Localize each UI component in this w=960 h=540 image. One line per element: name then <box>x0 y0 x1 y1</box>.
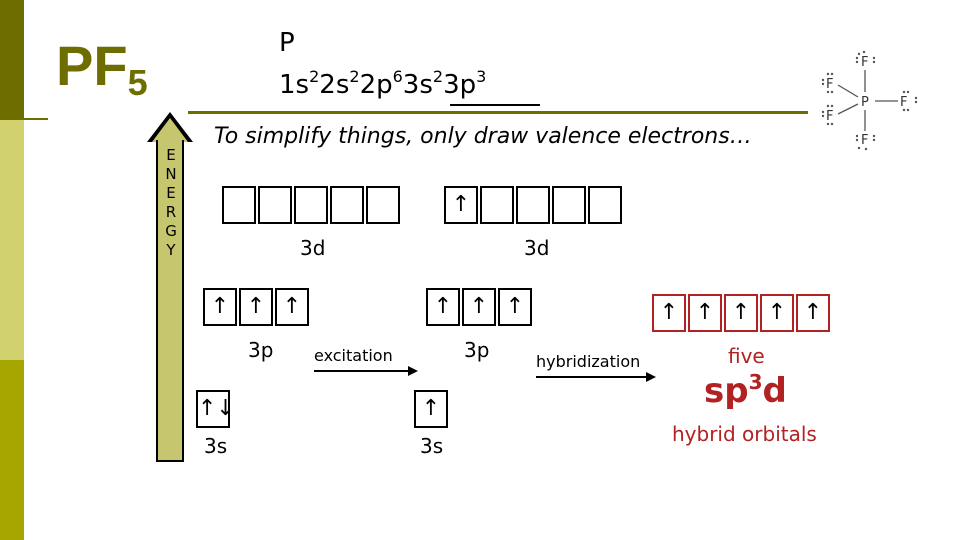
orbital-box: ↑ <box>796 294 830 332</box>
stripe-top <box>0 0 24 120</box>
orbital-box <box>588 186 622 224</box>
excitation-arrow-icon <box>408 366 418 376</box>
lewis-f-top: F <box>861 55 868 70</box>
excitation-label: excitation <box>314 346 393 365</box>
energy-letter: E <box>166 146 176 164</box>
orbital-box: ↑ <box>688 294 722 332</box>
energy-arrow-head-fill <box>152 118 188 142</box>
orbital-box <box>294 186 328 224</box>
energy-letter: N <box>165 165 177 183</box>
formula-subscript: 5 <box>127 62 148 103</box>
config-electron-count: 3 <box>476 67 487 86</box>
config-underline <box>450 104 540 106</box>
config-subshell: 2p <box>359 70 393 100</box>
orbital-box <box>366 186 400 224</box>
hybridization-arrow-line <box>536 376 648 378</box>
config-electron-count: 2 <box>432 67 444 86</box>
orbital-box: ↑ <box>239 288 273 326</box>
formula-base: PF <box>56 34 128 97</box>
stripe-bottom <box>0 360 24 540</box>
lewis-f-bottom: F <box>861 133 868 148</box>
lewis-f-right: F <box>900 95 907 110</box>
ground-3p-label: 3p <box>248 338 274 362</box>
config-subshell: 3s <box>402 70 433 100</box>
hybridization-label: hybridization <box>536 352 641 371</box>
config-electron-count: 2 <box>349 67 360 86</box>
excited-3d-label: 3d <box>524 236 550 260</box>
title-rule <box>188 111 808 114</box>
header-rule <box>24 118 48 120</box>
electron-configuration: 1s22s22p63s23p3 <box>279 69 486 100</box>
orbital-box <box>330 186 364 224</box>
molecule-formula: PF5 <box>56 38 148 101</box>
orbital-box <box>258 186 292 224</box>
energy-letter: G <box>165 222 177 240</box>
element-symbol: P <box>279 28 295 58</box>
hybrid-name-suffix: d <box>762 371 787 411</box>
orbital-box: ↑ <box>760 294 794 332</box>
orbital-box <box>222 186 256 224</box>
ground-3d-label: 3d <box>300 236 326 260</box>
excited-3s-label: 3s <box>420 434 444 458</box>
config-electron-count: 6 <box>392 67 403 86</box>
lewis-structure: F F F F F P <box>821 50 918 151</box>
orbital-box: ↑ <box>275 288 309 326</box>
orbital-box: ↑ <box>414 390 448 428</box>
hybrid-count: five <box>728 344 765 368</box>
simplify-note: To simplify things, only draw valence el… <box>214 124 752 149</box>
orbital-box: ↑ <box>426 288 460 326</box>
lewis-f-lower-left: F <box>826 109 833 124</box>
lewis-f-upper-left: F <box>826 77 833 92</box>
energy-arrow <box>156 140 184 462</box>
orbital-box: ↑↓ <box>196 390 235 428</box>
excitation-arrow-line <box>314 370 410 372</box>
hybrid-name-base: sp <box>704 371 749 411</box>
ground-3s-label: 3s <box>204 434 228 458</box>
energy-letter: Y <box>166 241 176 259</box>
energy-letter: R <box>165 203 177 221</box>
orbital-box: ↑ <box>203 288 237 326</box>
lewis-lone-pairs <box>821 50 918 151</box>
hybridization-arrow-icon <box>646 372 656 382</box>
lewis-center-p: P <box>861 95 869 110</box>
config-electron-count: 2 <box>309 67 320 86</box>
hybrid-name: sp3d <box>704 371 787 411</box>
orbital-box: ↑ <box>498 288 532 326</box>
orbital-box <box>552 186 586 224</box>
orbital-box <box>480 186 514 224</box>
config-subshell: 2s <box>319 70 350 100</box>
excited-3p-label: 3p <box>464 338 490 362</box>
orbital-box: ↑ <box>652 294 686 332</box>
hybrid-description: hybrid orbitals <box>672 422 817 446</box>
lewis-bonds <box>837 70 898 131</box>
hybrid-name-superscript: 3 <box>748 370 763 394</box>
energy-letter: E <box>166 184 176 202</box>
orbital-box: ↑ <box>462 288 496 326</box>
orbital-box <box>516 186 550 224</box>
stripe-middle <box>0 120 24 360</box>
orbital-box: ↑ <box>444 186 478 224</box>
orbital-box: ↑ <box>724 294 758 332</box>
config-subshell: 1s <box>279 70 310 100</box>
config-subshell: 3p <box>443 70 477 100</box>
